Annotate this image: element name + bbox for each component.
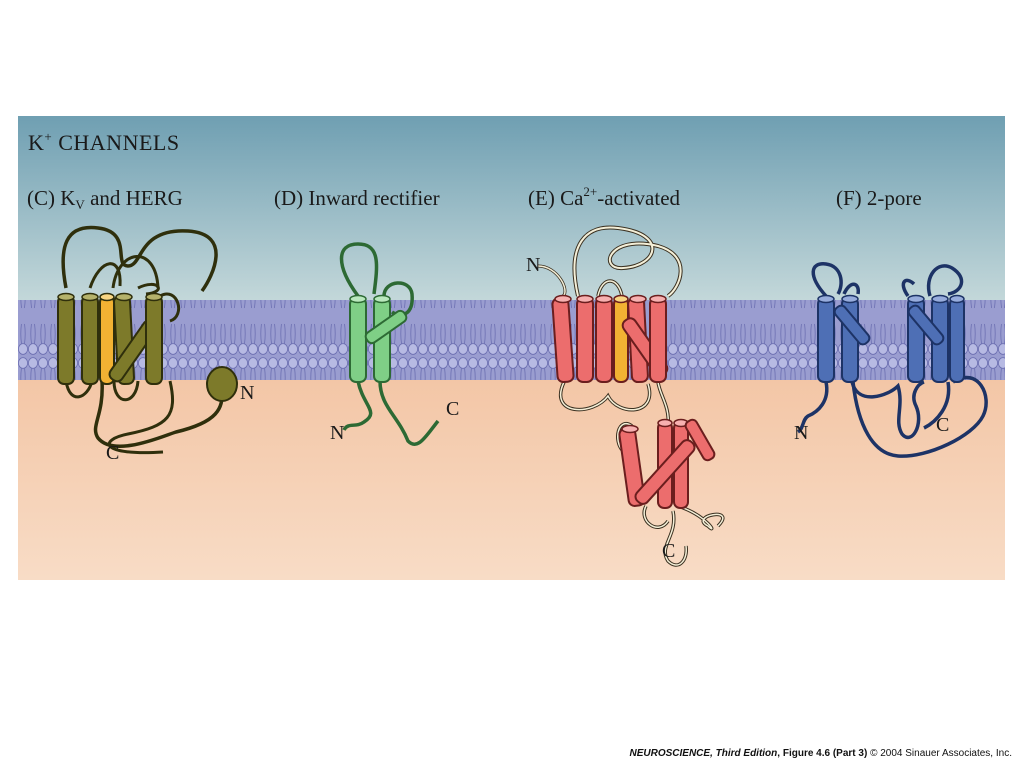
ca-sensor-domain bbox=[618, 418, 716, 509]
figure-number: , Figure 4.6 (Part 3) bbox=[777, 748, 868, 759]
panel-label-c: (C) KV and HERG bbox=[27, 186, 183, 212]
kv-n-terminus-label: N bbox=[240, 382, 255, 404]
ca-c-terminus-label: C bbox=[662, 540, 676, 562]
ir-n-terminus-label: N bbox=[330, 422, 345, 444]
panel-label-f: (F) 2-pore bbox=[836, 186, 922, 210]
two-pore-channel bbox=[796, 262, 988, 458]
figure-artwork bbox=[18, 116, 1005, 580]
ir-c-terminus-label: C bbox=[446, 398, 460, 420]
panel-label-e: (E) Ca2+-activated bbox=[528, 184, 681, 210]
figure-heading: K+ CHANNELS bbox=[28, 129, 180, 155]
cytoplasm-region bbox=[18, 378, 1005, 580]
tp-n-terminus-label: N bbox=[794, 422, 809, 444]
kv-herg-channel bbox=[57, 225, 238, 455]
panel-label-d: (D) Inward rectifier bbox=[274, 186, 440, 210]
inward-rectifier-channel bbox=[339, 242, 440, 446]
kv-n-terminal-domain bbox=[206, 366, 238, 402]
book-title: NEUROSCIENCE bbox=[629, 748, 711, 759]
edition: , Third Edition bbox=[710, 748, 778, 759]
ca-n-terminus-label: N bbox=[526, 254, 541, 276]
k-channels-figure: K+ CHANNELS (C) KV and HERG (D) Inward r… bbox=[18, 116, 1005, 580]
kv-c-terminus-label: C bbox=[106, 442, 120, 464]
figure-credit: NEUROSCIENCE, Third Edition, Figure 4.6 … bbox=[629, 748, 1012, 759]
copyright: © 2004 Sinauer Associates, Inc. bbox=[867, 748, 1012, 759]
ca-activated-channel bbox=[537, 225, 725, 567]
tp-c-terminus-label: C bbox=[936, 414, 950, 436]
extracellular-region bbox=[18, 116, 1005, 302]
